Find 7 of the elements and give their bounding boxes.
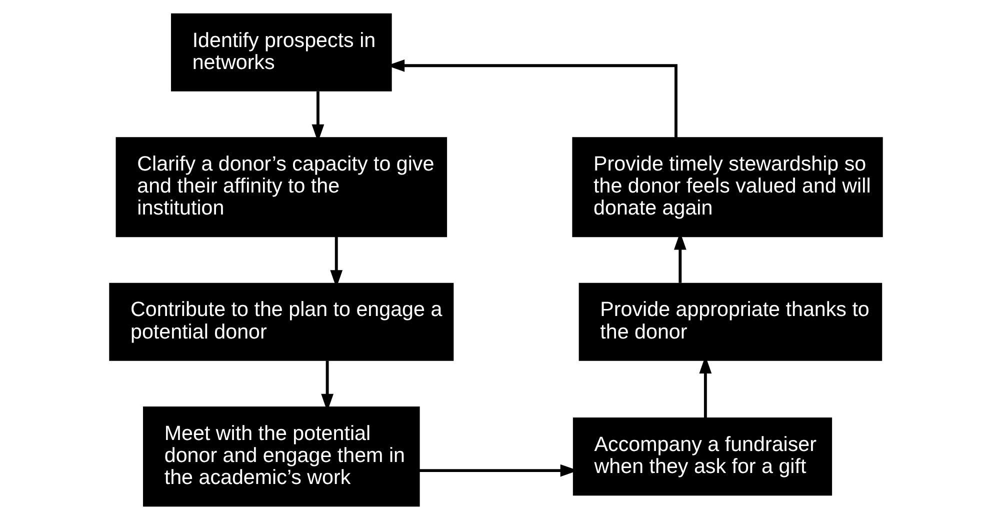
node-box: Meet with the potential donor and engage them in the academic’s work <box>143 406 420 507</box>
node-box: Identify prospects in networks <box>170 13 392 92</box>
node-box: Clarify a donor’s capacity to give and their affinity to the institution <box>116 137 448 238</box>
node-box: Provide timely stewardship so the donor feels valued and will donate again <box>572 137 883 238</box>
node-box: Provide appropriate thanks to the donor <box>578 282 882 361</box>
node-box: Contribute to the plan to engage a potential donor <box>109 282 454 361</box>
node-box: Accompany a fundraiser when they ask for a gift <box>572 418 832 496</box>
